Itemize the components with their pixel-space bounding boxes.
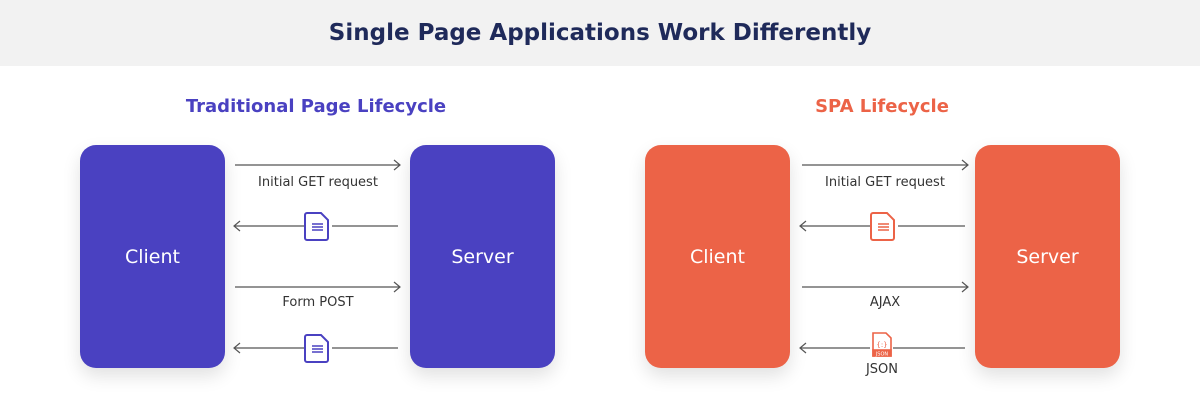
traditional-client-box: Client: [80, 145, 225, 368]
page-title: Single Page Applications Work Differentl…: [328, 20, 872, 46]
flow-label: Initial GET request: [825, 175, 945, 190]
html-document-icon: [304, 334, 329, 363]
arrow-left: [233, 220, 398, 232]
flow-label: Initial GET request: [258, 175, 378, 190]
spa-server-box: Server: [975, 145, 1120, 368]
arrow-left: [799, 342, 965, 354]
svg-text:{:}: {:}: [876, 341, 887, 349]
traditional-heading: Traditional Page Lifecycle: [185, 96, 447, 117]
arrow-right: [802, 159, 969, 171]
arrow-left: [233, 342, 398, 354]
client-label: Client: [124, 245, 180, 268]
flow-label: Form POST: [282, 295, 354, 310]
arrow-right: [802, 281, 969, 293]
client-label: Client: [689, 245, 745, 268]
spa-heading: SPA Lifecycle: [815, 96, 949, 117]
flow-label: AJAX: [869, 295, 901, 310]
arrow-right: [235, 281, 401, 293]
traditional-server-box: Server: [410, 145, 555, 368]
header-banner: Single Page Applications Work Differentl…: [0, 0, 1200, 66]
html-document-icon: [870, 212, 895, 241]
flow-label: JSON: [865, 362, 899, 377]
server-label: Server: [451, 245, 514, 268]
server-label: Server: [1016, 245, 1079, 268]
html-document-icon: [304, 212, 329, 241]
json-file-icon: {:} JSON: [872, 332, 892, 358]
spa-client-box: Client: [645, 145, 790, 368]
svg-text:JSON: JSON: [875, 352, 889, 358]
arrow-right: [235, 159, 401, 171]
arrow-left: [799, 220, 965, 232]
